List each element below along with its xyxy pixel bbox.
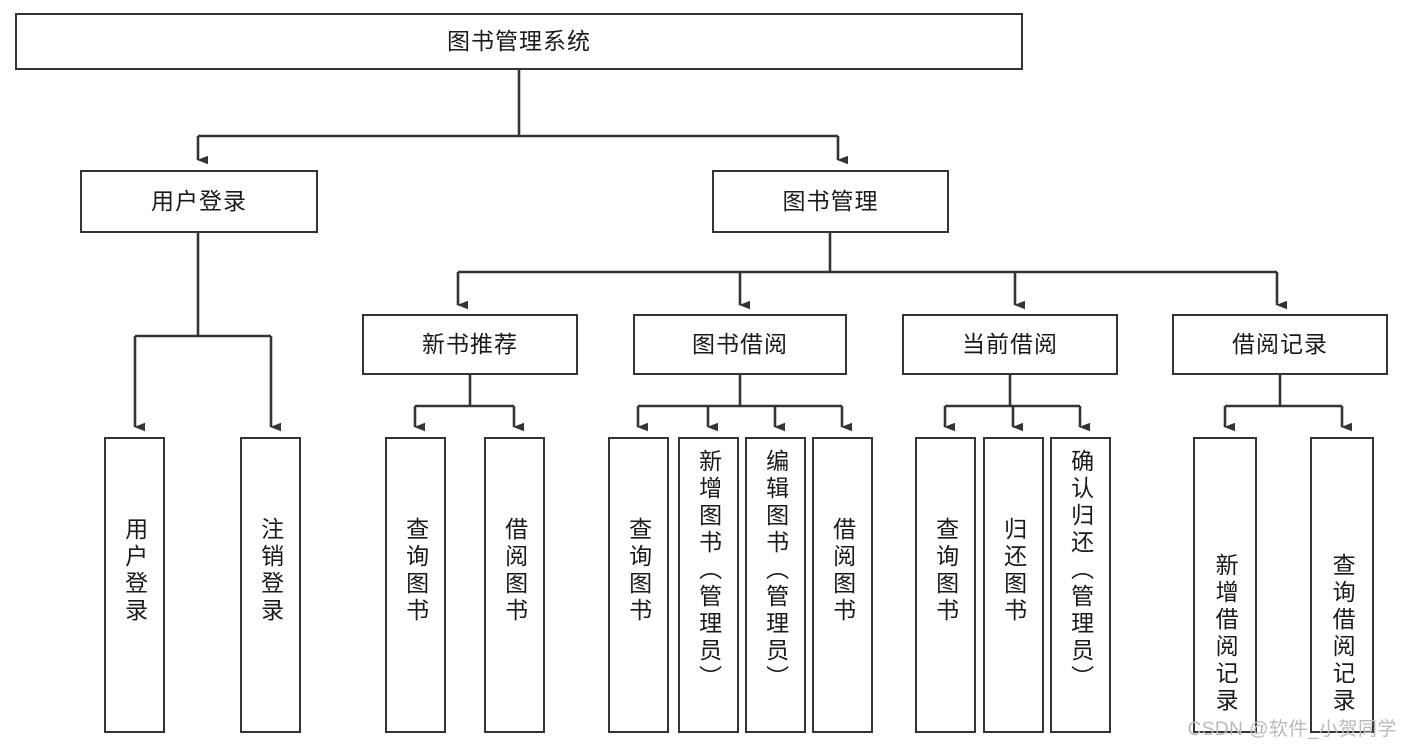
leaf-node[interactable]: 借阅图书 — [484, 437, 545, 733]
leaf-node[interactable]: 编辑图书（管理员） — [745, 437, 806, 733]
leaf-node[interactable]: 归还图书 — [983, 437, 1044, 733]
node-borrowing-records[interactable]: 借阅记录 — [1172, 314, 1388, 375]
leaf-node[interactable]: 查询图书 — [385, 437, 446, 733]
leaf-node-label: 用户登录 — [121, 517, 148, 625]
leaf-node-label: 借阅图书 — [501, 517, 528, 625]
leaf-node[interactable]: 新增图书（管理员） — [678, 437, 739, 733]
node-current-borrowing-label: 当前借阅 — [962, 330, 1058, 357]
leaf-node[interactable]: 新增借阅记录 — [1193, 437, 1257, 733]
leaf-node-label: 借阅图书 — [829, 517, 856, 625]
node-current-borrowing[interactable]: 当前借阅 — [902, 314, 1118, 375]
leaf-node[interactable]: 查询图书 — [608, 437, 669, 733]
leaf-node[interactable]: 注销登录 — [240, 437, 301, 733]
leaf-node-label: 新增图书（管理员） — [695, 449, 722, 692]
node-book-management-label: 图书管理 — [782, 187, 879, 214]
leaf-node-label: 新增借阅记录 — [1212, 553, 1239, 715]
node-book-management[interactable]: 图书管理 — [712, 170, 949, 233]
leaf-node[interactable]: 借阅图书 — [812, 437, 873, 733]
leaf-node[interactable]: 查询图书 — [915, 437, 976, 733]
leaf-node-label: 查询图书 — [402, 517, 429, 625]
leaf-node[interactable]: 用户登录 — [104, 437, 165, 733]
leaf-node-label: 查询图书 — [625, 517, 652, 625]
leaf-node-label: 查询图书 — [932, 517, 959, 625]
leaf-node-label: 注销登录 — [257, 517, 284, 625]
node-borrowing-records-label: 借阅记录 — [1232, 330, 1328, 357]
leaf-node-label: 确认归还（管理员） — [1067, 449, 1094, 692]
node-root-label: 图书管理系统 — [447, 27, 591, 54]
node-book-borrowing[interactable]: 图书借阅 — [633, 314, 847, 375]
watermark: CSDN @软件_小贺同学 — [1187, 719, 1397, 740]
node-user-login-label: 用户登录 — [151, 187, 247, 214]
leaf-node-label: 归还图书 — [1000, 517, 1027, 625]
node-book-borrowing-label: 图书借阅 — [692, 330, 788, 357]
node-new-book-recommendation-label: 新书推荐 — [422, 330, 518, 357]
leaf-node-label: 编辑图书（管理员） — [762, 449, 789, 692]
node-root[interactable]: 图书管理系统 — [15, 13, 1023, 70]
node-user-login[interactable]: 用户登录 — [80, 170, 318, 233]
leaf-node[interactable]: 确认归还（管理员） — [1050, 437, 1111, 733]
leaf-node-label: 查询借阅记录 — [1329, 553, 1356, 715]
leaf-node[interactable]: 查询借阅记录 — [1310, 437, 1374, 733]
node-new-book-recommendation[interactable]: 新书推荐 — [362, 314, 578, 375]
